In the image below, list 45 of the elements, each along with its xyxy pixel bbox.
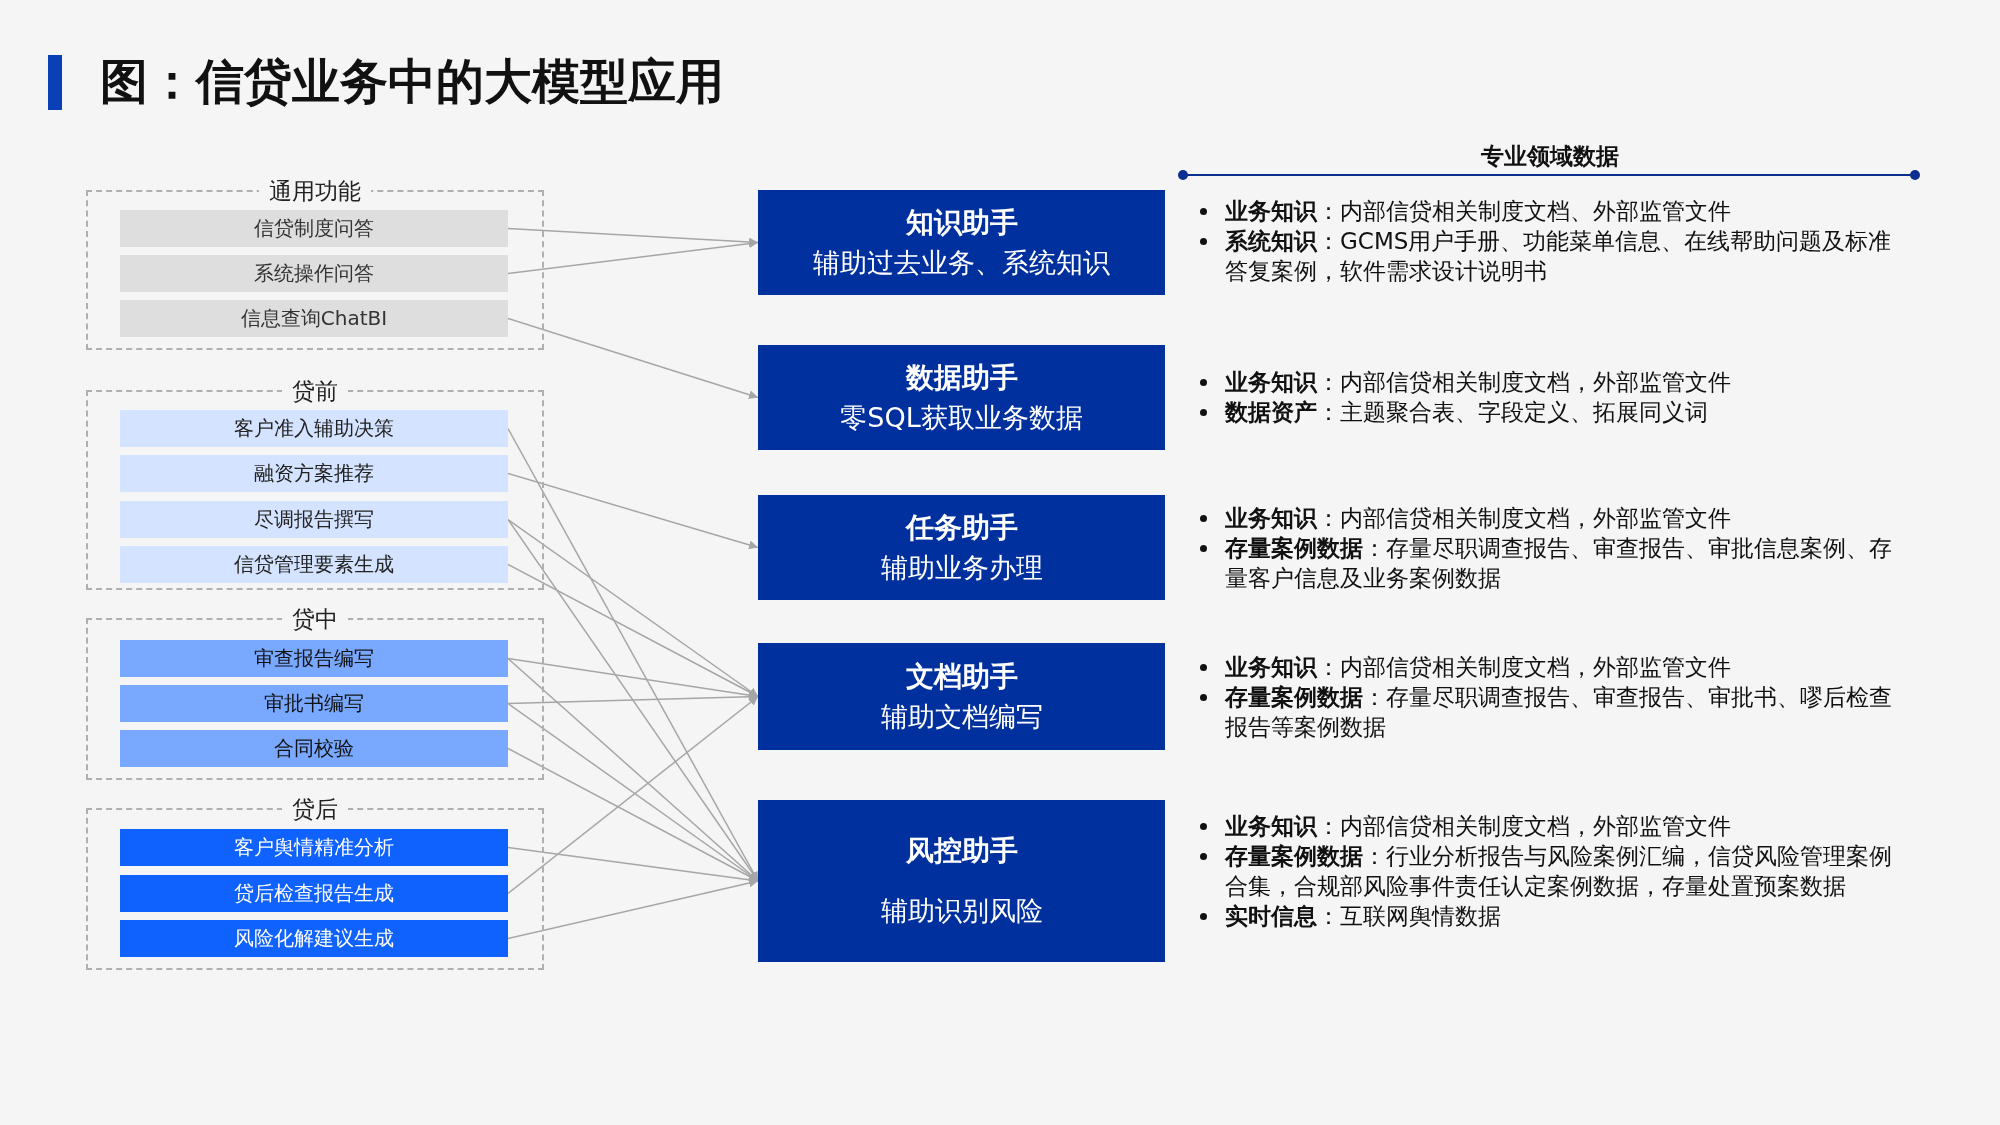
bullet-text: 存量案例数据：存量尽职调查报告、审查报告、审批书、嘐后检查报告等案例数据 (1225, 683, 1893, 742)
function-box: 系统操作问答 (120, 255, 508, 292)
section-header: 专业领域数据 (1480, 142, 1620, 171)
function-box: 信息查询ChatBI (120, 300, 508, 337)
assistant-title: 文档助手 (905, 658, 1018, 695)
arrow (507, 472, 759, 550)
function-box: 客户舆情精准分析 (120, 829, 508, 866)
assistant-title: 任务助手 (905, 509, 1018, 546)
function-box: 贷后检查报告生成 (120, 875, 508, 912)
assistant-subtitle: 辅助识别风险 (880, 894, 1043, 928)
bullet-text: 存量案例数据：存量尽职调查报告、审查报告、审批信息案例、存量客户信息及业务案例数据 (1225, 534, 1893, 593)
bullet-text: 业务知识：内部信贷相关制度文档，外部监管文件 (1225, 504, 1731, 533)
function-box: 尽调报告撰写 (120, 501, 508, 538)
bullet-text: 业务知识：内部信贷相关制度文档，外部监管文件 (1225, 812, 1731, 841)
bullet-text: 业务知识：内部信贷相关制度文档，外部监管文件 (1225, 368, 1731, 397)
arrow (507, 878, 759, 940)
assistant-box (758, 800, 1165, 962)
function-box: 审查报告编写 (120, 640, 508, 677)
arrow (507, 239, 759, 275)
assistant-subtitle: 零SQL获取业务数据 (840, 400, 1083, 435)
bullet-text: 业务知识：内部信贷相关制度文档，外部监管文件 (1225, 653, 1731, 682)
bullet-text: 实时信息：互联网舆情数据 (1225, 902, 1501, 931)
function-box: 信贷管理要素生成 (120, 546, 508, 583)
assistant-box (758, 643, 1165, 750)
assistant-title: 数据助手 (905, 359, 1018, 396)
arrow (507, 317, 759, 400)
assistant-box (758, 495, 1165, 600)
assistant-subtitle: 辅助文档编写 (880, 699, 1043, 734)
function-box: 合同校验 (120, 730, 508, 767)
title: 图：信贷业务中的大模型应用 (100, 52, 724, 111)
assistant-title: 知识助手 (905, 204, 1018, 241)
function-box: 信贷制度问答 (120, 210, 508, 247)
bullet-text: 系统知识：GCMS用户手册、功能菜单信息、在线帮助问题及标准答复案例，软件需求设计说明书 (1225, 227, 1893, 286)
assistant-title: 风控助手 (905, 833, 1018, 869)
assistant-subtitle: 辅助过去业务、系统知识 (813, 245, 1110, 280)
function-box: 客户准入辅助决策 (120, 410, 508, 447)
assistant-box (758, 190, 1165, 295)
function-box: 融资方案推荐 (120, 455, 508, 492)
bullet-text: 数据资产：主题聚合表、字段定义、拓展同义词 (1225, 398, 1708, 427)
bullet-text: 业务知识：内部信贷相关制度文档、外部监管文件 (1225, 197, 1731, 226)
function-box: 风险化解建议生成 (120, 920, 508, 957)
function-box: 审批书编写 (120, 685, 508, 722)
bullet-text: 存量案例数据：行业分析报告与风险案例汇编，信贷风险管理案例合集，合规部风险事件责任认定案例数据，存量处置预案数据 (1225, 842, 1893, 901)
assistant-subtitle: 辅助业务办理 (880, 550, 1043, 585)
assistant-box (758, 345, 1165, 450)
